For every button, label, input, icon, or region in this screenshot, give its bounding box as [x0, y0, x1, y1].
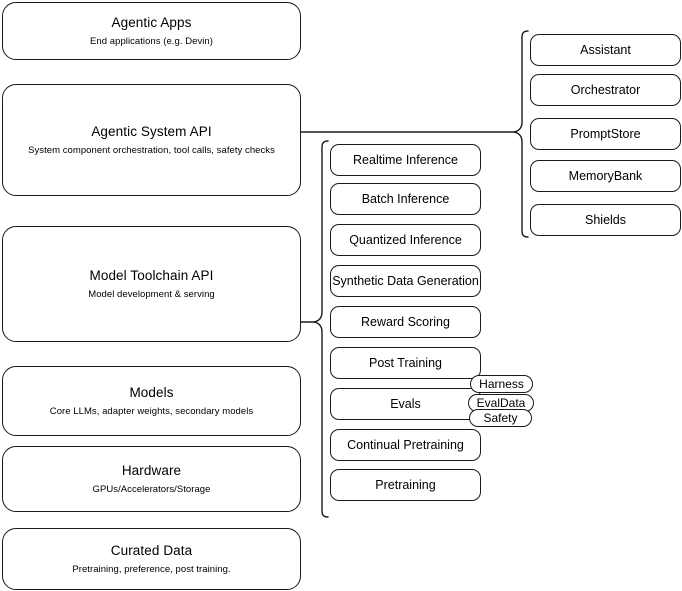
layer-subtitle: System component orchestration, tool cal…	[28, 145, 275, 156]
layer-agentic-apps[interactable]: Agentic Apps End applications (e.g. Devi…	[2, 2, 301, 60]
component-label: PromptStore	[570, 126, 641, 141]
badge-label: Harness	[479, 377, 524, 391]
brace-toolchain-components	[313, 140, 329, 518]
component-label: Realtime Inference	[353, 152, 458, 167]
badge-label: EvalData	[476, 396, 526, 410]
layer-subtitle: GPUs/Accelerators/Storage	[92, 484, 211, 495]
component-label: Orchestrator	[570, 82, 641, 97]
layer-curated-data[interactable]: Curated Data Pretraining, preference, po…	[2, 528, 301, 590]
component-shields[interactable]: Shields	[530, 204, 681, 236]
layer-subtitle: Model development & serving	[88, 289, 215, 300]
component-pretraining[interactable]: Pretraining	[330, 469, 481, 501]
brace-agentic-components	[513, 30, 529, 238]
component-realtime-inference[interactable]: Realtime Inference	[330, 144, 481, 176]
layer-title: Curated Data	[110, 543, 193, 558]
layer-agentic-system-api[interactable]: Agentic System API System component orch…	[2, 84, 301, 196]
component-memorybank[interactable]: MemoryBank	[530, 160, 681, 192]
layer-model-toolchain-api[interactable]: Model Toolchain API Model development & …	[2, 226, 301, 342]
layer-subtitle: End applications (e.g. Devin)	[90, 36, 213, 47]
component-label: Quantized Inference	[349, 232, 462, 247]
component-evals[interactable]: Evals	[330, 388, 481, 420]
component-label: Synthetic Data Generation	[332, 273, 479, 288]
component-label: Evals	[390, 396, 421, 411]
component-batch-inference[interactable]: Batch Inference	[330, 183, 481, 215]
badge-harness[interactable]: Harness	[470, 375, 533, 393]
layer-title: Hardware	[121, 463, 182, 478]
component-promptstore[interactable]: PromptStore	[530, 118, 681, 150]
component-orchestrator[interactable]: Orchestrator	[530, 74, 681, 106]
component-label: Pretraining	[375, 477, 436, 492]
badge-label: Safety	[483, 411, 518, 425]
component-label: Shields	[585, 212, 626, 227]
layer-models[interactable]: Models Core LLMs, adapter weights, secon…	[2, 366, 301, 436]
component-label: Reward Scoring	[361, 314, 450, 329]
component-label: MemoryBank	[568, 168, 643, 183]
badge-safety[interactable]: Safety	[469, 409, 532, 427]
component-label: Continual Pretraining	[347, 437, 464, 452]
component-label: Batch Inference	[361, 191, 450, 206]
layer-subtitle: Core LLMs, adapter weights, secondary mo…	[49, 406, 254, 417]
component-synthetic-data-generation[interactable]: Synthetic Data Generation	[330, 265, 481, 297]
layer-title: Models	[129, 385, 174, 400]
component-label: Assistant	[580, 42, 631, 57]
layer-subtitle: Pretraining, preference, post training.	[72, 564, 231, 575]
component-quantized-inference[interactable]: Quantized Inference	[330, 224, 481, 256]
layer-hardware[interactable]: Hardware GPUs/Accelerators/Storage	[2, 446, 301, 512]
component-continual-pretraining[interactable]: Continual Pretraining	[330, 429, 481, 461]
layer-title: Model Toolchain API	[89, 268, 214, 283]
component-label: Post Training	[369, 355, 442, 370]
component-reward-scoring[interactable]: Reward Scoring	[330, 306, 481, 338]
component-post-training[interactable]: Post Training	[330, 347, 481, 379]
layer-title: Agentic System API	[91, 124, 212, 139]
component-assistant[interactable]: Assistant	[530, 34, 681, 66]
layer-title: Agentic Apps	[111, 15, 192, 30]
